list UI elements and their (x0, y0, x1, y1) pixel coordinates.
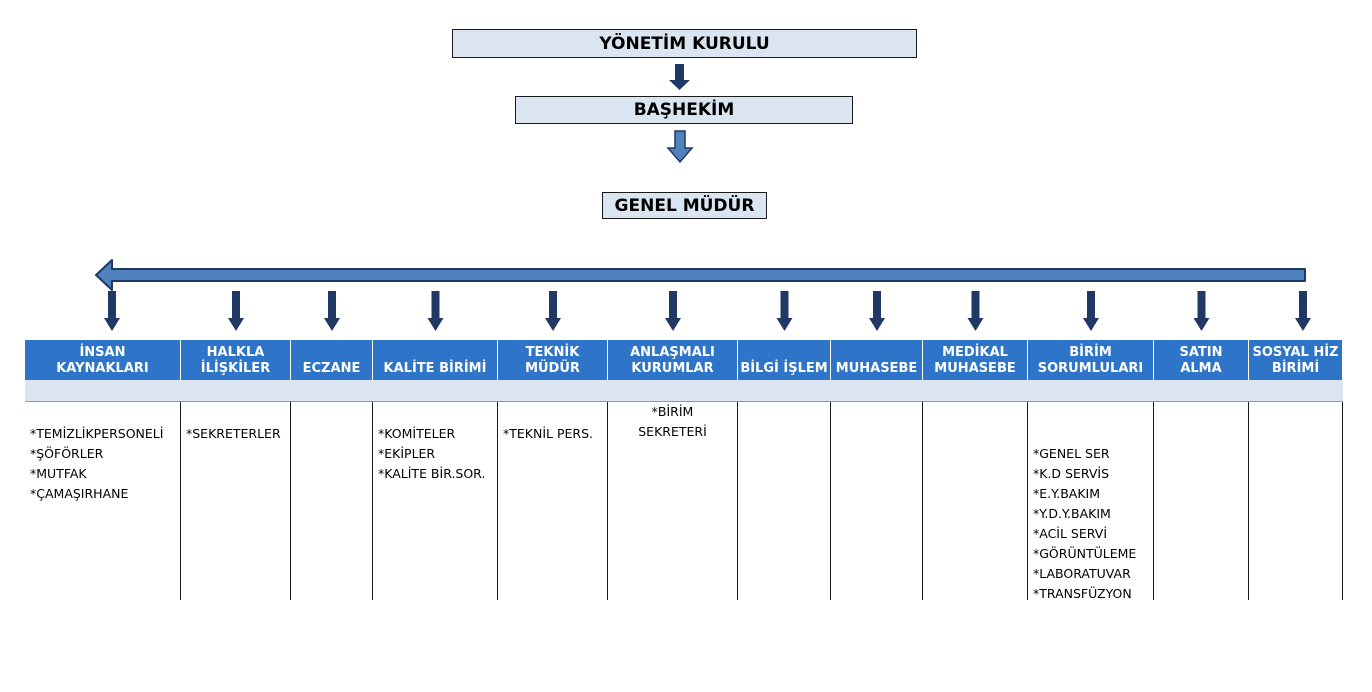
list-item: *MUTFAK (30, 466, 87, 481)
department-header-line: HALKLA (206, 345, 265, 360)
list-item: *KALİTE BİR.SOR. (378, 466, 486, 481)
department-header-line: ANLAŞMALI (630, 345, 715, 360)
down-arrow-icon (776, 291, 793, 331)
department-header: MUHASEBE (831, 340, 923, 380)
department-header: KALİTE BİRİMİ (373, 340, 498, 380)
list-item: *Y.D.Y.BAKIM (1033, 506, 1111, 521)
list-item: *LABORATUVAR (1033, 566, 1131, 581)
list-item: *BİRİM (651, 404, 694, 419)
department-header-line (303, 345, 361, 361)
down-arrow-icon (1083, 291, 1099, 331)
department-column (738, 402, 831, 600)
down-arrow-icon (665, 291, 681, 331)
department-column (831, 402, 923, 600)
down-arrow-icon (104, 291, 120, 331)
department-header-line: MUHASEBE (934, 361, 1016, 376)
department-header-line: KALİTE BİRİMİ (383, 361, 487, 376)
list-item: *TRANSFÜZYON (1033, 586, 1132, 600)
department-header-line: SATIN (1179, 345, 1223, 360)
list-item: *TEKNİL PERS. (503, 426, 593, 441)
list-item: *E.Y.BAKIM (1033, 486, 1100, 501)
list-item: *ŞÖFÖRLER (30, 446, 104, 461)
department-column (1154, 402, 1249, 600)
department-header-line (740, 345, 827, 361)
down-arrow-icon (427, 291, 444, 331)
department-header: ECZANE (291, 340, 373, 380)
down-arrow-icon (669, 64, 690, 90)
department-header-line: MEDİKAL (942, 345, 1008, 360)
department-header-line: KURUMLAR (631, 361, 714, 376)
down-arrow-icon (324, 291, 340, 331)
department-column: *SEKRETERLER (181, 402, 291, 600)
chief-physician-box: BAŞHEKİM (515, 96, 853, 124)
left-arrow-icon (95, 259, 1306, 291)
department-header-line: KAYNAKLARI (56, 361, 149, 376)
department-header-line: MUHASEBE (835, 361, 918, 376)
down-arrow-icon (1295, 291, 1311, 331)
down-arrow-icon (666, 130, 694, 164)
department-header-line: ECZANE (302, 361, 361, 376)
down-arrow-icon (967, 291, 984, 331)
department-header-line (384, 345, 487, 361)
department-header-line: BİLGİ İŞLEM (740, 361, 828, 376)
department-column: *BİRİM SEKRETERİ (608, 402, 738, 600)
list-item: *SEKRETERLER (186, 426, 281, 441)
department-body-row: *TEMİZLİKPERSONELİ *ŞÖFÖRLER *MUTFAK *ÇAMAŞ… (25, 402, 1343, 600)
list-item: *TEMİZLİKPERSONELİ (30, 426, 164, 441)
department-column (923, 402, 1028, 600)
department-header-line: İLİŞKİLER (200, 361, 271, 376)
department-column: *GENEL SER *K.D SERVİS *E.Y.BAKIM *Y.D.Y.BA… (1028, 402, 1154, 600)
department-down-arrows (104, 291, 1311, 331)
list-item: *ÇAMAŞIRHANE (30, 486, 129, 501)
down-arrow-icon (545, 291, 561, 331)
board-label: YÖNETİM KURULU (599, 33, 770, 54)
general-manager-box: GENEL MÜDÜR (602, 192, 767, 219)
list-item: *GÖRÜNTÜLEME (1033, 546, 1137, 561)
header-band (25, 380, 1343, 402)
list-item: *EKİPLER (378, 446, 436, 461)
board-box: YÖNETİM KURULU (452, 29, 917, 58)
department-header-line: BİRİMİ (1271, 361, 1320, 376)
department-column: *TEMİZLİKPERSONELİ *ŞÖFÖRLER *MUTFAK *ÇAMAŞ… (25, 402, 181, 600)
general-manager-label: GENEL MÜDÜR (614, 195, 755, 216)
department-column: *TEKNİL PERS. (498, 402, 608, 600)
department-header: BİLGİ İŞLEM (738, 340, 831, 380)
department-column (291, 402, 373, 600)
department-header-line: ALMA (1180, 361, 1222, 376)
list-item: *GENEL SER (1033, 446, 1110, 461)
down-arrow-icon (869, 291, 885, 331)
list-item: SEKRETERİ (638, 424, 707, 439)
department-header-line: TEKNİK (525, 345, 580, 360)
list-item: *KOMİTELER (378, 426, 456, 441)
department-header-line: SORUMLULARI (1037, 361, 1144, 376)
department-header-line (836, 345, 917, 361)
department-header-line: İNSAN (79, 345, 126, 360)
list-item: *ACİL SERVİ (1033, 526, 1108, 541)
department-column (1249, 402, 1343, 600)
down-arrow-icon (1193, 291, 1210, 331)
down-arrow-icon (228, 291, 244, 331)
department-header-line: BİRİM (1069, 345, 1112, 360)
department-header-line: SOSYAL HİZ (1252, 345, 1339, 360)
department-column: *KOMİTELER *EKİPLER *KALİTE BİR.SOR. (373, 402, 498, 600)
chief-physician-label: BAŞHEKİM (633, 100, 735, 120)
department-header-line: MÜDÜR (525, 361, 580, 376)
list-item: *K.D SERVİS (1033, 466, 1110, 481)
